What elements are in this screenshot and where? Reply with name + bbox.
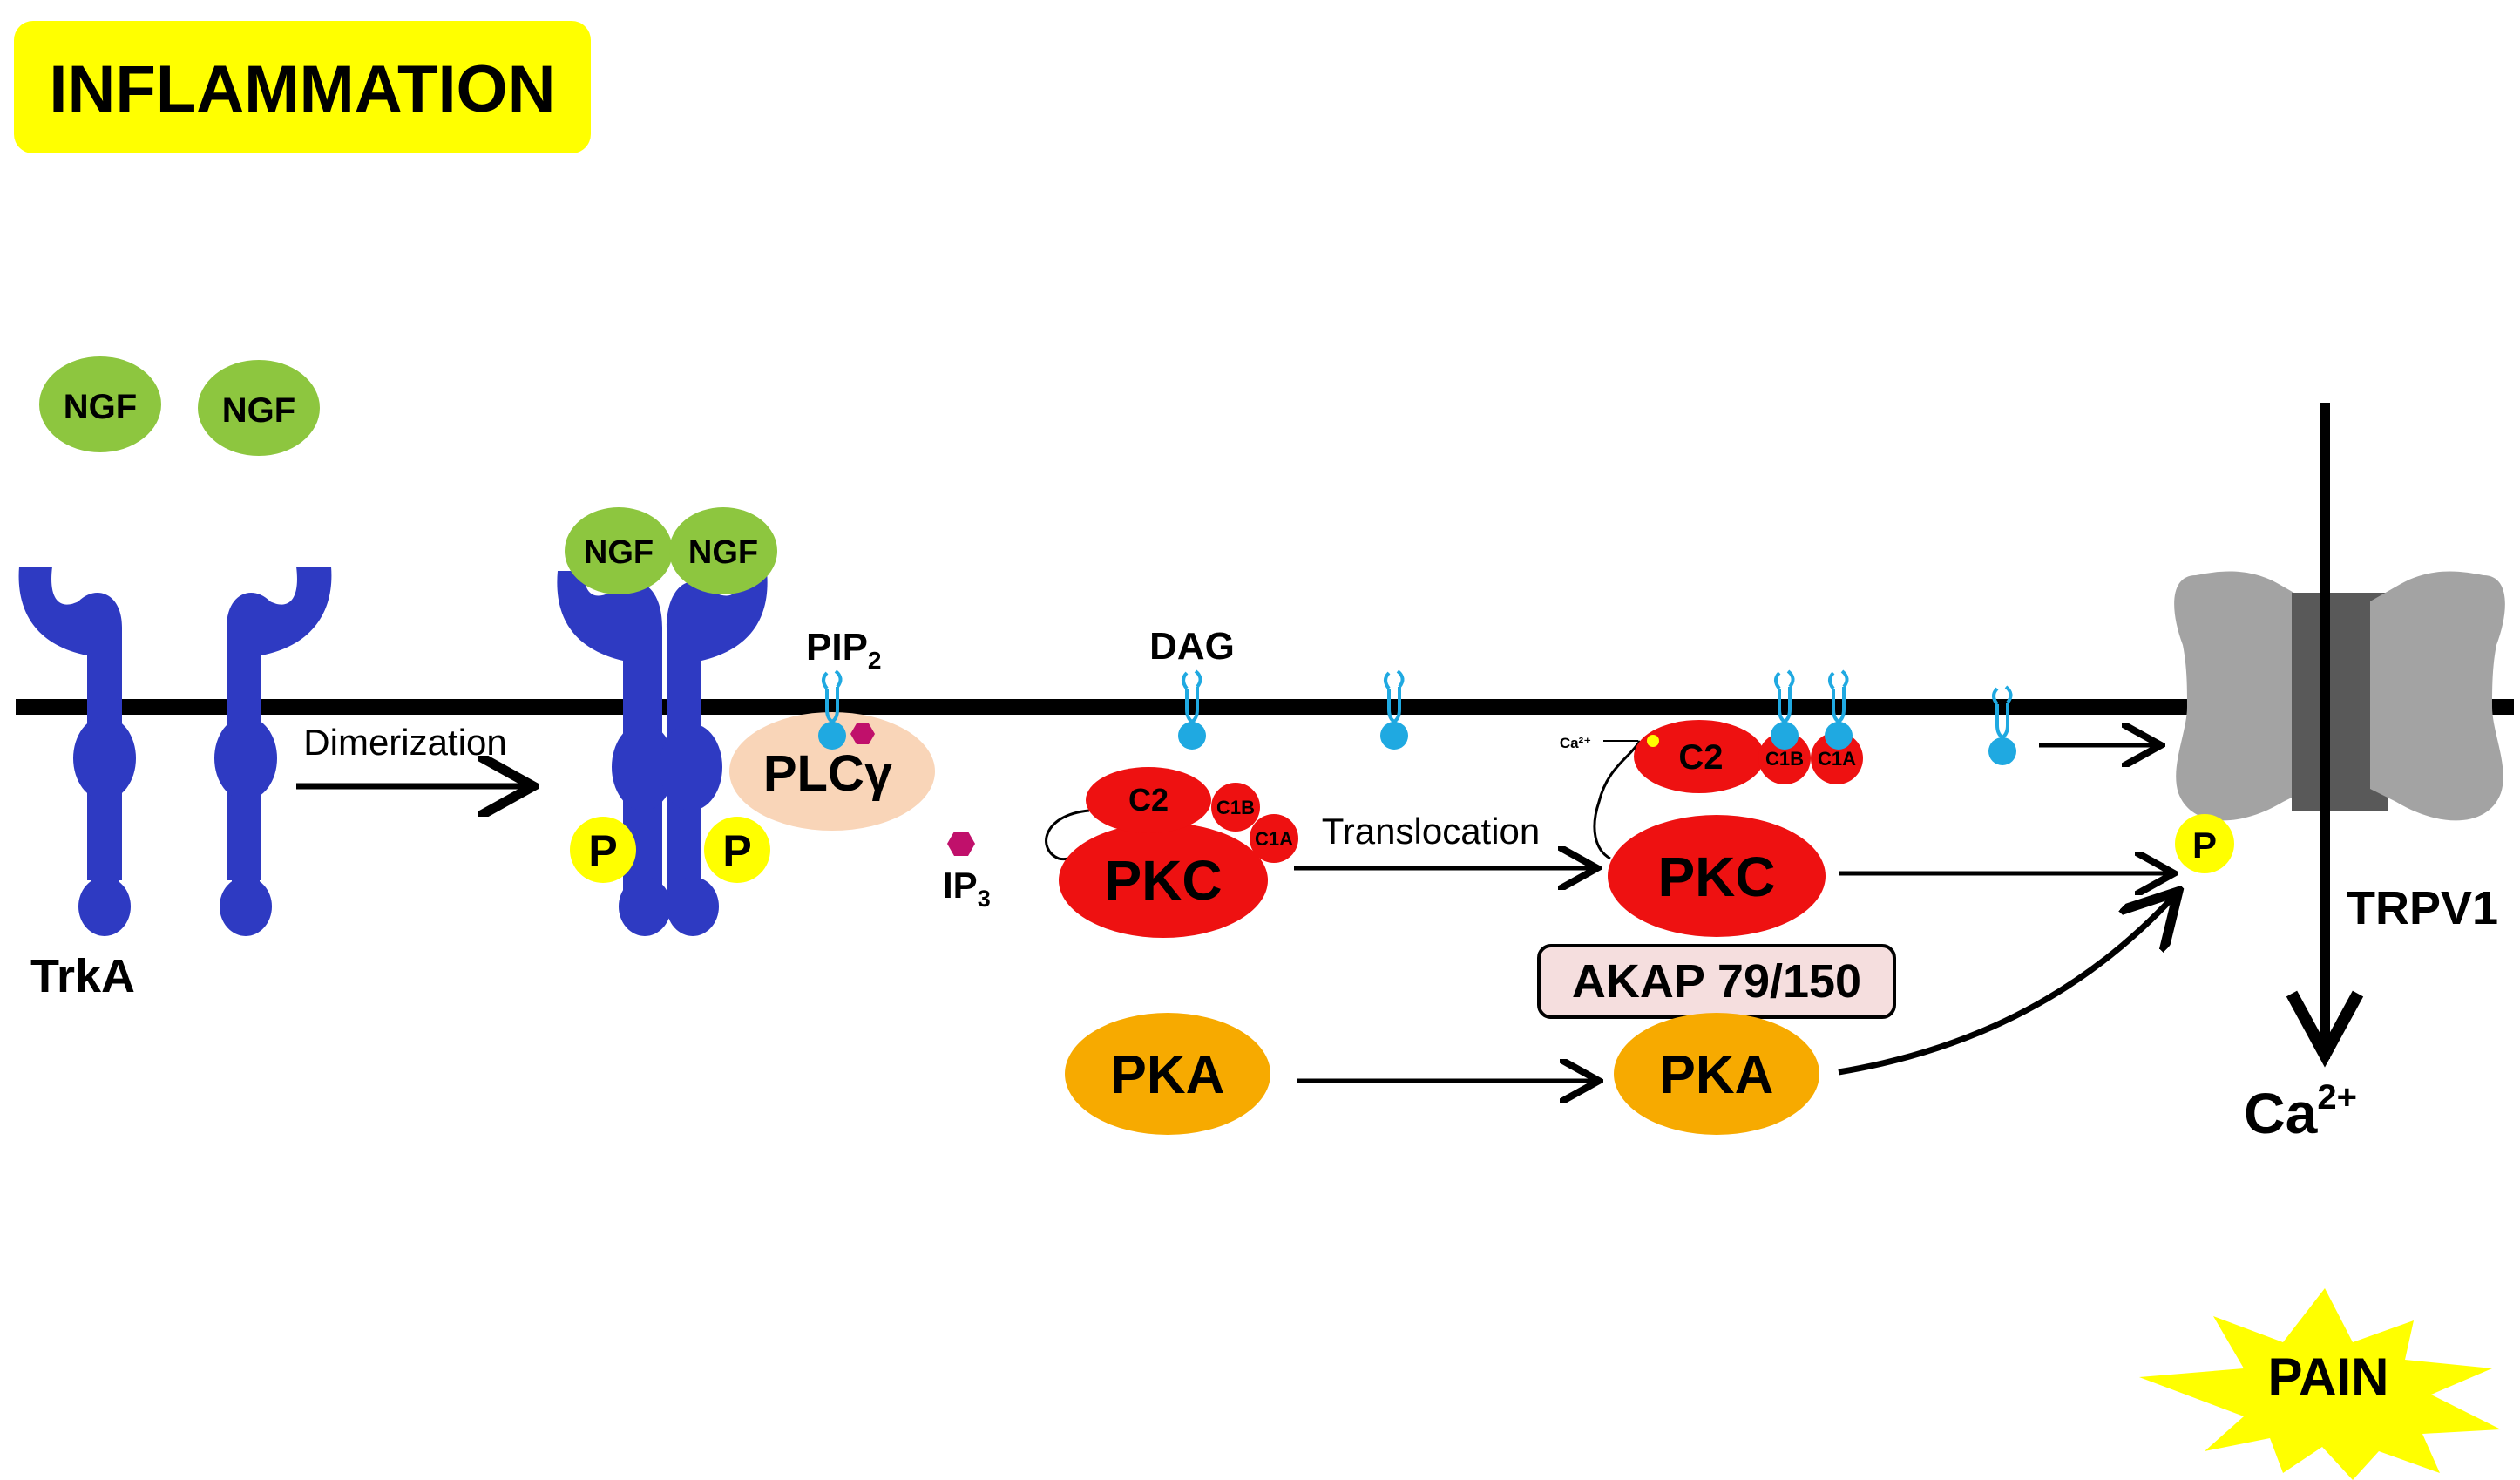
- plc-gamma: PLCγ: [729, 712, 935, 831]
- pip2-label: PIP2: [806, 626, 882, 674]
- dag-label: DAG: [1149, 625, 1235, 668]
- svg-text:PKA: PKA: [1660, 1045, 1774, 1105]
- dag-lipid-5: [1987, 685, 2018, 767]
- svg-text:C1B: C1B: [1765, 748, 1804, 770]
- phospho-trka-right: P: [704, 817, 770, 883]
- trpv1-channel: [2174, 571, 2505, 821]
- svg-text:C1A: C1A: [1255, 828, 1293, 850]
- phospho-trpv1: P: [2175, 814, 2234, 873]
- pka-to-trpv1-arrow: [1838, 896, 2174, 1076]
- svg-text:NGF: NGF: [222, 391, 295, 430]
- ip3-label: IP3: [943, 865, 991, 912]
- svg-text:PLCγ: PLCγ: [763, 745, 893, 802]
- ngf-free-1: NGF: [39, 356, 161, 452]
- akap-box: AKAP 79/150: [1537, 944, 1896, 1019]
- pka-inactive: PKA: [1065, 1013, 1270, 1135]
- svg-text:C1B: C1B: [1216, 797, 1255, 818]
- svg-text:NGF: NGF: [64, 388, 137, 426]
- ip3-molecule: [947, 832, 975, 856]
- svg-text:P: P: [588, 826, 617, 875]
- svg-text:PKC: PKC: [1104, 849, 1222, 912]
- pkc-inactive: C2 C1B C1A PKC: [1045, 767, 1298, 938]
- svg-text:C1A: C1A: [1818, 748, 1856, 770]
- svg-text:Ca²⁺: Ca²⁺: [1560, 735, 1591, 751]
- svg-text:NGF: NGF: [688, 534, 758, 571]
- dimerization-label: Dimerization: [303, 722, 506, 763]
- svg-text:C2: C2: [1128, 782, 1169, 818]
- translocation-label: Translocation: [1322, 811, 1541, 852]
- svg-text:C2: C2: [1678, 738, 1723, 777]
- phospho-trka-left: P: [570, 817, 636, 883]
- svg-text:PKC: PKC: [1657, 845, 1775, 908]
- trka-dimer: [557, 571, 768, 936]
- trka-label: TrkA: [30, 950, 135, 1002]
- trpv1-label: TRPV1: [2347, 882, 2498, 934]
- trka-receptor-right: [214, 567, 332, 936]
- title-text: INFLAMMATION: [49, 52, 555, 126]
- svg-text:NGF: NGF: [584, 534, 654, 571]
- svg-text:P: P: [2192, 825, 2217, 866]
- pip2-headgroup: [850, 723, 875, 744]
- pkc-active: Ca²⁺ C2 C1B C1A PKC: [1560, 720, 1863, 937]
- svg-text:PKA: PKA: [1111, 1045, 1225, 1105]
- calcium-label: Ca2+: [2244, 1078, 2357, 1145]
- ngf-bound-2: NGF: [669, 507, 777, 594]
- pka-active: PKA: [1614, 1013, 1819, 1135]
- trka-receptor-left: [18, 567, 136, 936]
- ngf-free-2: NGF: [198, 360, 320, 456]
- ngf-bound-1: NGF: [565, 507, 673, 594]
- svg-text:P: P: [722, 826, 751, 875]
- calcium-arrowhead: [2286, 990, 2364, 1068]
- pain-starburst: PAIN: [2139, 1288, 2501, 1480]
- pain-label: PAIN: [2268, 1348, 2389, 1406]
- title-box: INFLAMMATION: [14, 21, 591, 153]
- svg-text:AKAP 79/150: AKAP 79/150: [1572, 955, 1861, 1008]
